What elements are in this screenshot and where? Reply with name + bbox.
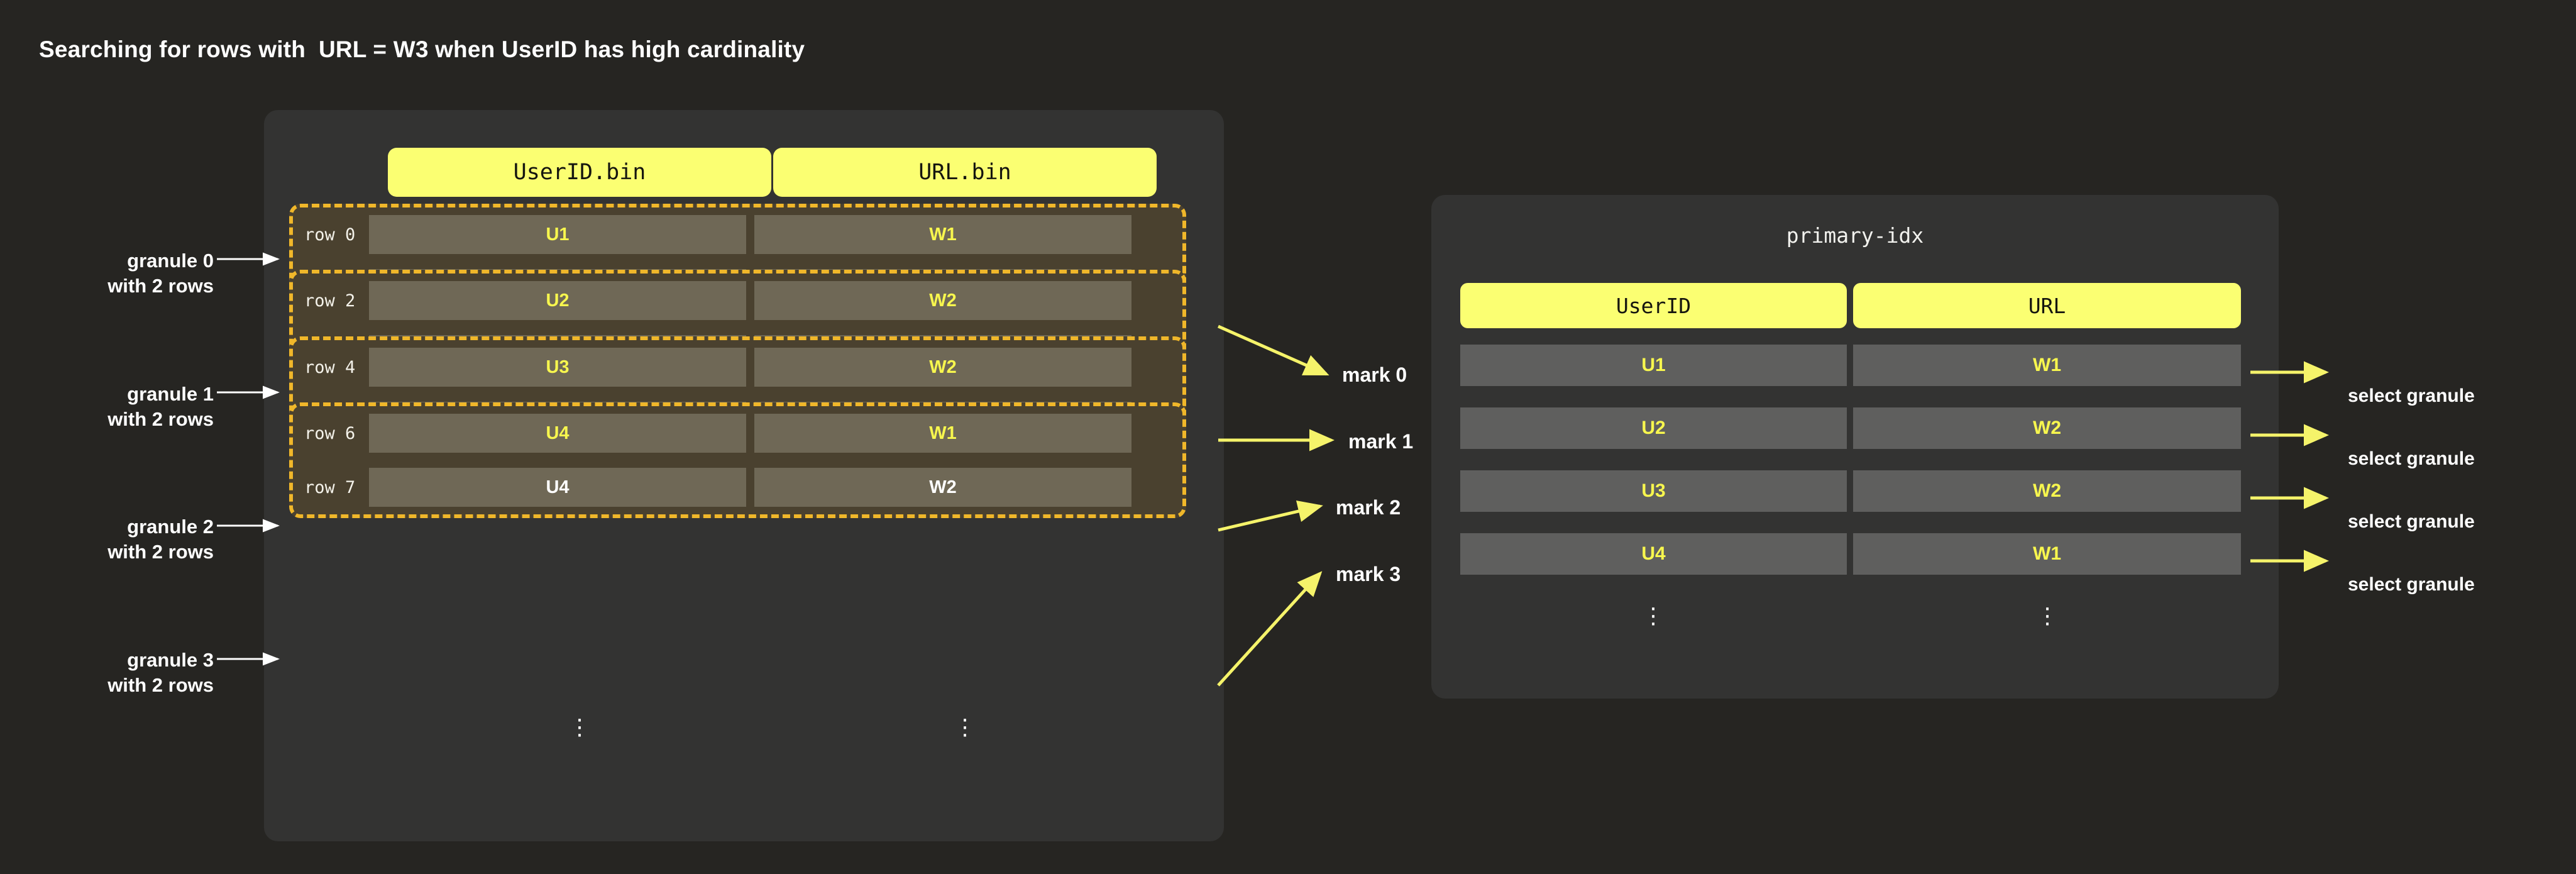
index-row[interactable]: U4 W1 (1431, 533, 2279, 587)
table-row[interactable]: row 2 U2 W2 (293, 273, 1182, 328)
ellipsis-idx-url: ··· (2043, 594, 2052, 636)
table-row[interactable]: row 7 U4 W2 (293, 460, 1182, 515)
idx-column-header-userid: UserID (1460, 283, 1847, 328)
row-label: row 4 (304, 357, 356, 377)
idx-column-header-url: URL (1853, 283, 2241, 328)
cell-url: W2 (754, 348, 1131, 387)
idx-cell-url: W1 (1853, 533, 2241, 575)
idx-cell-userid: U1 (1460, 345, 1847, 386)
data-part-panel: UserID.bin URL.bin row 0 U1 W1 row 1 U2 … (264, 110, 1224, 841)
mark-label-2: mark 2 (1336, 496, 1401, 519)
mark-label-3: mark 3 (1336, 563, 1401, 585)
idx-cell-userid: U2 (1460, 407, 1847, 449)
table-row[interactable]: row 4 U3 W2 (293, 340, 1182, 395)
idx-cell-url: W1 (1853, 345, 2241, 386)
cell-url: W1 (754, 414, 1131, 453)
select-granule-label-0: select granule (2348, 385, 2475, 406)
ellipsis-idx-userid: ··· (1649, 594, 1658, 636)
table-row[interactable]: row 6 U4 W1 (293, 406, 1182, 461)
primary-index-panel: primary-idx UserID URL U1 W1 U2 W2 U3 W2… (1431, 195, 2279, 699)
cell-userid: U4 (369, 414, 746, 453)
mark-label-0: mark 0 (1342, 363, 1407, 386)
column-header-userid-bin: UserID.bin (388, 148, 771, 197)
row-label: row 6 (304, 423, 356, 443)
idx-cell-url: W2 (1853, 407, 2241, 449)
idx-cell-url: W2 (1853, 470, 2241, 512)
cell-url: W2 (754, 281, 1131, 320)
page-title: Searching for rows with URL = W3 when Us… (39, 36, 805, 62)
table-row[interactable]: row 0 U1 W1 (293, 207, 1182, 262)
cell-url: W1 (754, 215, 1131, 254)
primary-idx-title: primary-idx (1786, 223, 1924, 248)
row-label: row 0 (304, 224, 356, 245)
row-label: row 7 (304, 477, 356, 497)
select-granule-label-2: select granule (2348, 511, 2475, 532)
index-row[interactable]: U3 W2 (1431, 470, 2279, 524)
cell-userid: U2 (369, 281, 746, 320)
cell-userid: U3 (369, 348, 746, 387)
column-header-url-bin: URL.bin (773, 148, 1157, 197)
row-label: row 2 (304, 290, 356, 311)
granule-box-3[interactable]: row 6 U4 W1 row 7 U4 W2 (289, 402, 1186, 518)
ellipsis-url-column: ··· (960, 705, 969, 748)
mark-label-1: mark 1 (1348, 430, 1414, 453)
granule-to-mark-arrows (1217, 324, 1335, 687)
index-row[interactable]: U1 W1 (1431, 345, 2279, 399)
select-granule-label-1: select granule (2348, 448, 2475, 469)
idx-cell-userid: U4 (1460, 533, 1847, 575)
ellipsis-userid-column: ··· (575, 705, 584, 748)
cell-url: W2 (754, 468, 1131, 507)
cell-userid: U4 (369, 468, 746, 507)
idx-cell-userid: U3 (1460, 470, 1847, 512)
index-row[interactable]: U2 W2 (1431, 407, 2279, 462)
cell-userid: U1 (369, 215, 746, 254)
select-granule-label-3: select granule (2348, 574, 2475, 595)
